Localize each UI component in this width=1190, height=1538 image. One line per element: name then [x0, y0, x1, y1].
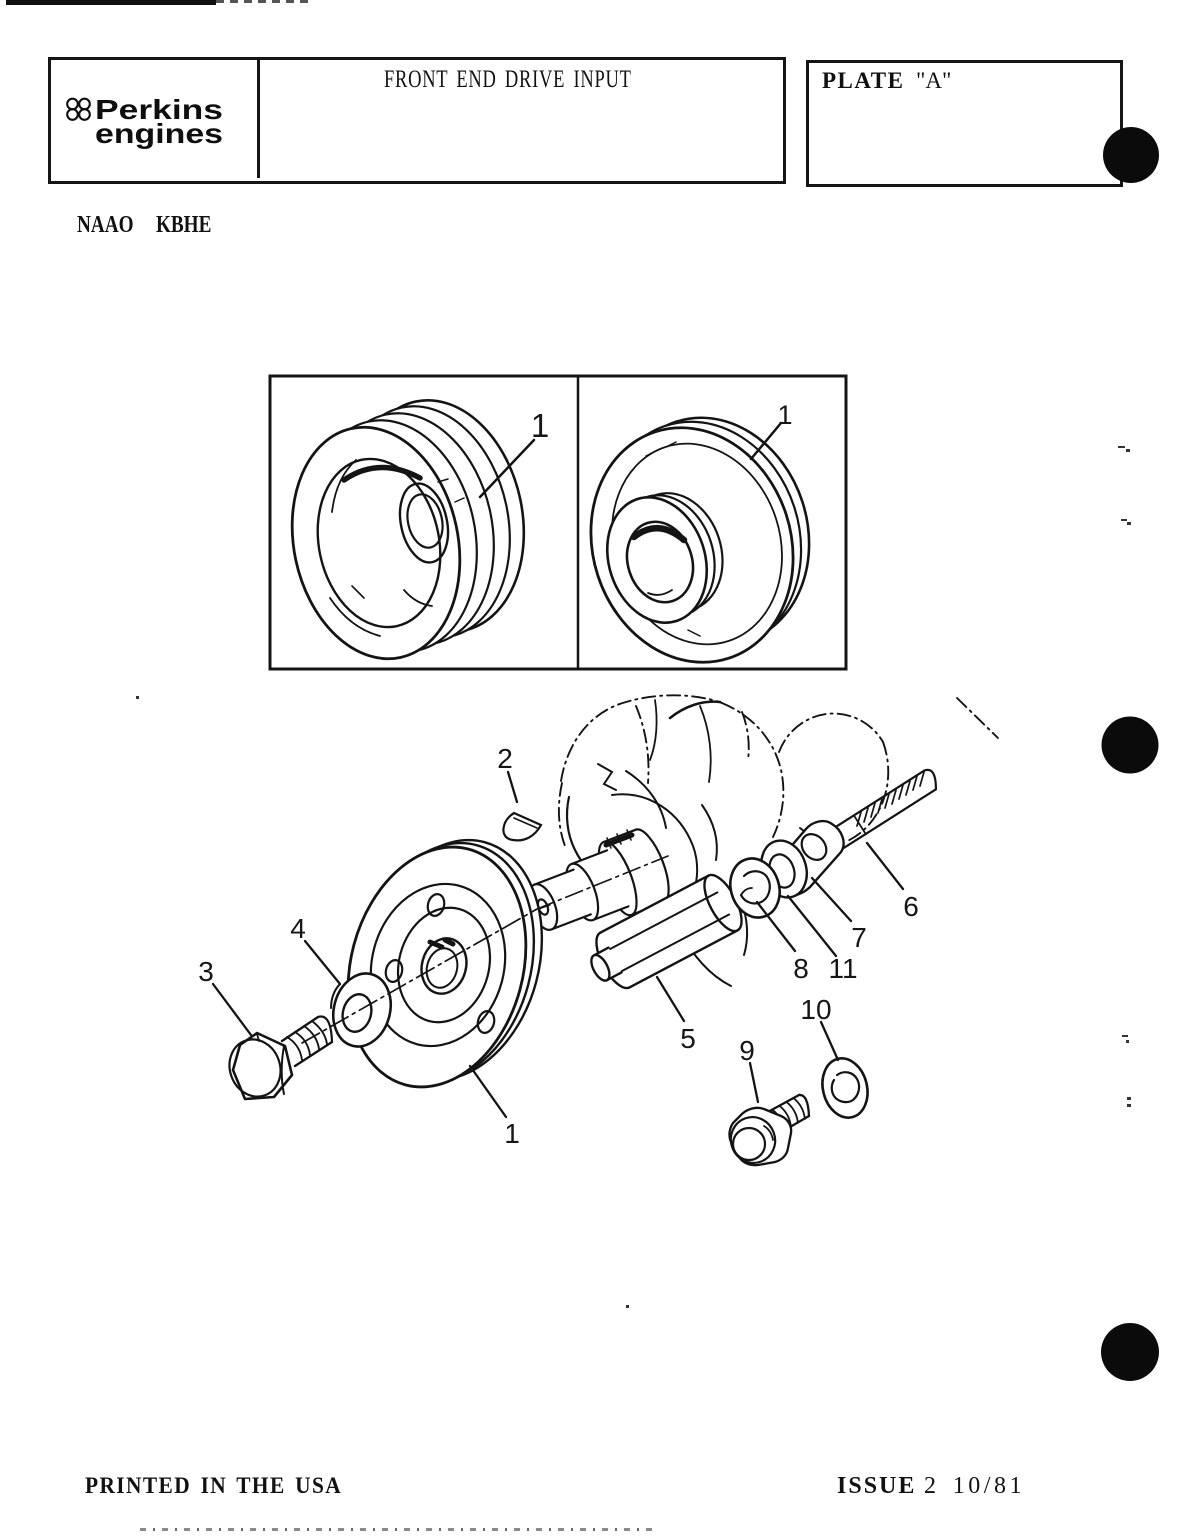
svg-text:8: 8 — [793, 953, 809, 984]
svg-text:9: 9 — [739, 1035, 755, 1066]
svg-text:10: 10 — [800, 994, 831, 1025]
svg-text:Perkins: Perkins — [95, 94, 223, 125]
svg-text:5: 5 — [680, 1023, 696, 1054]
svg-text:1: 1 — [531, 407, 549, 444]
svg-text:1: 1 — [504, 1118, 520, 1149]
svg-text:11: 11 — [828, 953, 857, 984]
svg-text:4: 4 — [290, 913, 306, 944]
svg-text:3: 3 — [198, 956, 214, 987]
svg-text:7: 7 — [851, 922, 867, 953]
svg-text:6: 6 — [903, 891, 919, 922]
svg-text:1: 1 — [777, 400, 792, 430]
svg-text:engines: engines — [95, 118, 223, 149]
svg-text:2: 2 — [497, 743, 513, 774]
